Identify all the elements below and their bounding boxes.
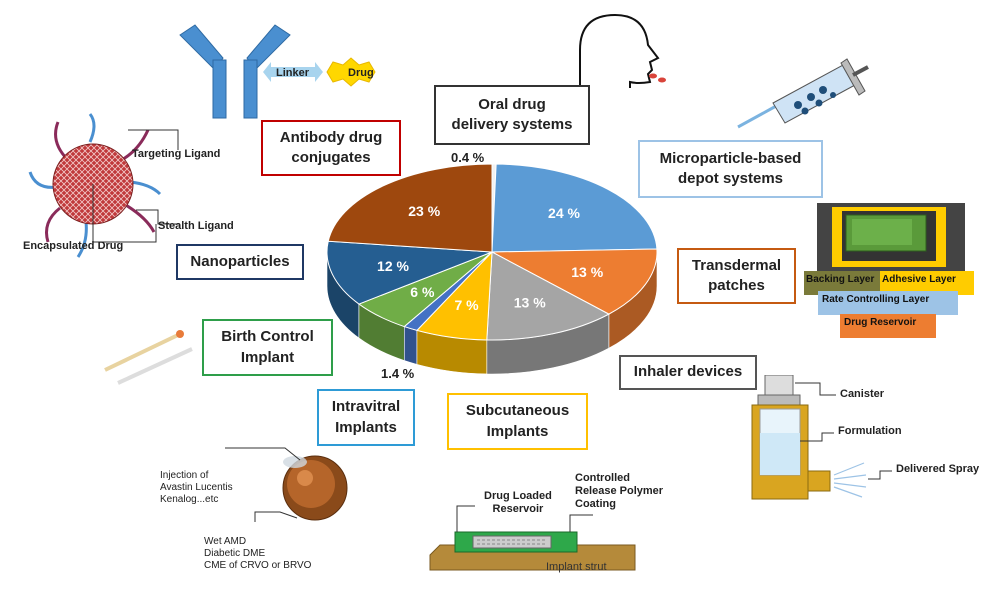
implant-strut-label: Implant strut (546, 561, 607, 573)
label-inhaler: Inhaler devices (619, 355, 757, 390)
encapsulated-drug-label: Encapsulated Drug (23, 240, 124, 252)
nanoparticle-illustration (28, 113, 180, 258)
pie-slice-7 (326, 240, 493, 305)
pie-value-label-1: 24 % (548, 205, 580, 221)
label-intravitral: Intravitral Implants (317, 389, 415, 446)
drug-star-icon (326, 57, 376, 87)
stealth-ligand-label: Stealth Ligand (158, 220, 234, 232)
head-icon (579, 13, 666, 88)
pie-value-label-3: 13 % (514, 295, 546, 311)
injection-label: Injection of Avastin Lucentis Kenalog...… (160, 470, 233, 505)
drug-reservoir-label: Drug Reservoir (840, 314, 936, 338)
linker-label: Linker (276, 67, 310, 79)
delivered-spray-label: Delivered Spray (896, 463, 980, 475)
label-microparticle: Microparticle-based depot systems (638, 140, 823, 198)
pie-value-label-2: 13 % (571, 264, 603, 280)
eye-illustration (225, 447, 348, 522)
formulation-label: Formulation (838, 425, 902, 437)
label-subcutaneous: Subcutaneous Implants (447, 393, 588, 450)
controlled-release-label: Controlled Release Polymer Coating (575, 472, 664, 511)
wet-amd-label: Wet AMD Diabetic DME CME of CRVO or BRVO (204, 536, 312, 571)
label-birth-control: Birth Control Implant (202, 319, 333, 376)
pie-value-label-4: 7 % (454, 297, 479, 313)
pie-value-label-7: 12 % (377, 258, 409, 274)
label-oral-drug: Oral drug delivery systems (434, 85, 590, 145)
antibody-illustration (179, 24, 376, 119)
label-nanoparticles: Nanoparticles (176, 244, 304, 280)
transdermal-patch-illustration (817, 203, 965, 283)
canister-label: Canister (840, 388, 885, 400)
pill-icon (649, 73, 657, 79)
pct-label-intravitral: 1.4 % (381, 366, 415, 381)
implant-rod-icon (104, 330, 193, 385)
drug-loaded-reservoir-label: Drug Loaded Reservoir (484, 490, 552, 516)
implant-strut-illustration (429, 505, 636, 571)
label-transdermal: Transdermal patches (677, 248, 796, 304)
antibody-icon (179, 24, 291, 119)
pill-icon (658, 77, 666, 83)
drug-label: Drug (348, 67, 374, 79)
inhaler-illustration (751, 375, 892, 500)
label-antibody: Antibody drug conjugates (261, 120, 401, 176)
pie-value-label-6: 6 % (410, 284, 435, 300)
pie-slice-2 (490, 248, 658, 315)
pie-slice-3 (486, 251, 610, 341)
syringe-icon (737, 58, 869, 129)
pie-slice-1 (491, 163, 658, 253)
rate-controlling-label: Rate Controlling Layer (818, 291, 958, 315)
pct-label-oral: 0.4 % (451, 150, 485, 165)
pie-value-label-8: 23 % (408, 203, 440, 219)
pie-side-5 (404, 326, 418, 365)
pie-slice-8 (327, 163, 493, 253)
linker-arrow (263, 62, 323, 82)
targeting-ligand-label: Targeting Ligand (132, 148, 221, 160)
